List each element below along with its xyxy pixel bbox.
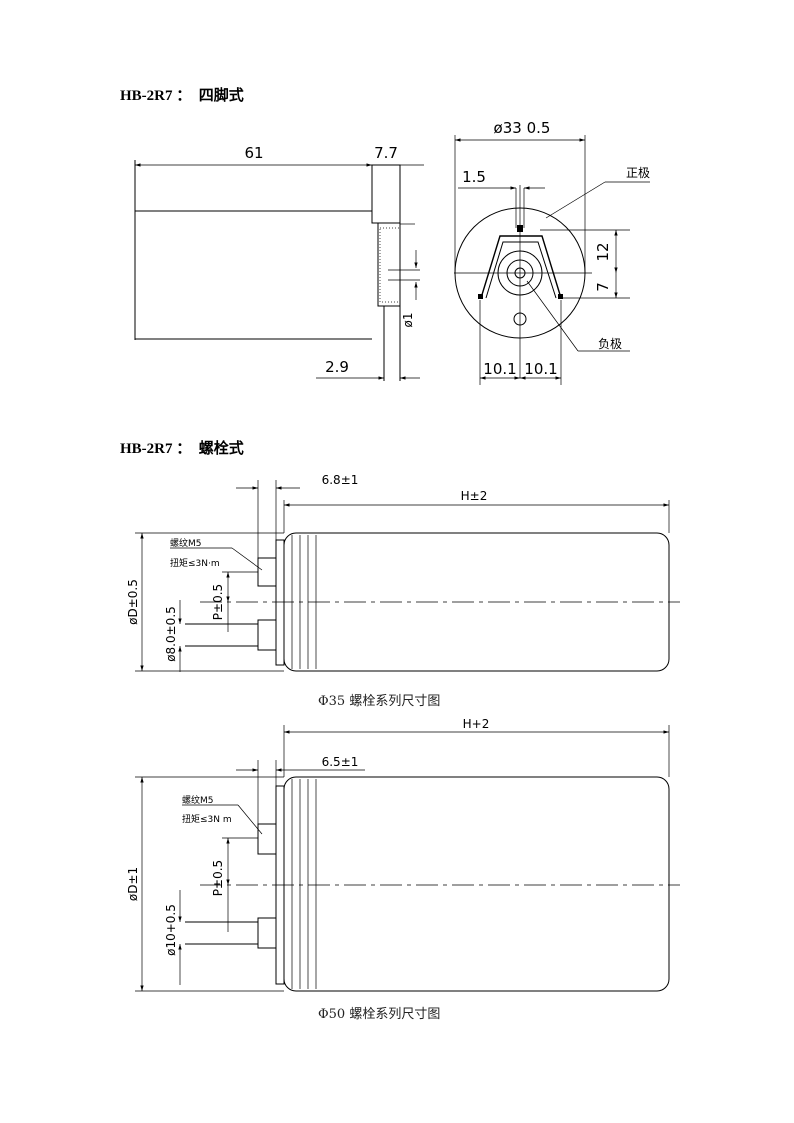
thread-note: 螺纹M5 xyxy=(182,794,214,806)
bolt-50-drawing: 6.5±1 H+2 øD±1 ø10+0.5 P±0.5 螺纹M5 扭矩≤3N … xyxy=(126,717,680,992)
bolt-50-caption: Φ50 螺栓系列尺寸图 xyxy=(318,1007,441,1022)
bolt-35-caption: Φ35 螺栓系列尺寸图 xyxy=(318,694,441,709)
pin-dia: ø1 xyxy=(401,313,415,328)
diameter: øD±1 xyxy=(126,867,140,901)
body-length: H+2 xyxy=(463,717,490,731)
dia-33: ø33 0.5 xyxy=(494,119,551,137)
pitch: P±0.5 xyxy=(211,860,225,896)
torque-note: 扭矩≤3N·m xyxy=(170,557,220,569)
length-61: 61 xyxy=(244,144,263,162)
mount-type: 螺栓式 xyxy=(198,441,244,457)
pitch: P±0.5 xyxy=(211,584,225,620)
mount-type: 四脚式 xyxy=(198,88,244,104)
four-pin-side-view: 61 7.7 2.9 ø1 xyxy=(134,144,424,381)
height-12: 12 xyxy=(594,242,612,261)
positive-label: 正极 xyxy=(626,166,650,180)
bolt-diameter: ø8.0±0.5 xyxy=(164,606,178,662)
spacing-left: 10.1 xyxy=(483,360,516,378)
terminal-length: 6.5±1 xyxy=(322,755,359,769)
model-name: HB-2R7 ： xyxy=(120,88,192,104)
section-title-four-pin: HB-2R7 ： 四脚式 xyxy=(120,84,244,105)
diameter: øD±0.5 xyxy=(126,579,140,625)
negative-label: 负极 xyxy=(598,337,622,351)
pin-gap-2-9: 2.9 xyxy=(325,358,349,376)
terminal-length: 6.8±1 xyxy=(322,473,359,487)
four-pin-front-view: ø33 0.5 1.5 正极 负极 12 7 10.1 10.1 xyxy=(454,119,650,385)
section-title-bolt: HB-2R7 ： 螺栓式 xyxy=(120,437,244,458)
thread-note: 螺纹M5 xyxy=(170,537,202,549)
spacing-right: 10.1 xyxy=(524,360,557,378)
body-length: H±2 xyxy=(461,489,488,503)
bolt-35-drawing: 6.8±1 H±2 øD±0.5 ø8.0±0.5 P±0.5 螺纹M5 扭矩≤… xyxy=(126,473,680,672)
height-7: 7 xyxy=(594,282,612,292)
model-name: HB-2R7 ： xyxy=(120,441,192,457)
bolt-diameter: ø10+0.5 xyxy=(164,904,178,956)
head-7-7: 7.7 xyxy=(374,144,398,162)
torque-note: 扭矩≤3N m xyxy=(182,813,232,825)
pin-width: 1.5 xyxy=(462,168,486,186)
